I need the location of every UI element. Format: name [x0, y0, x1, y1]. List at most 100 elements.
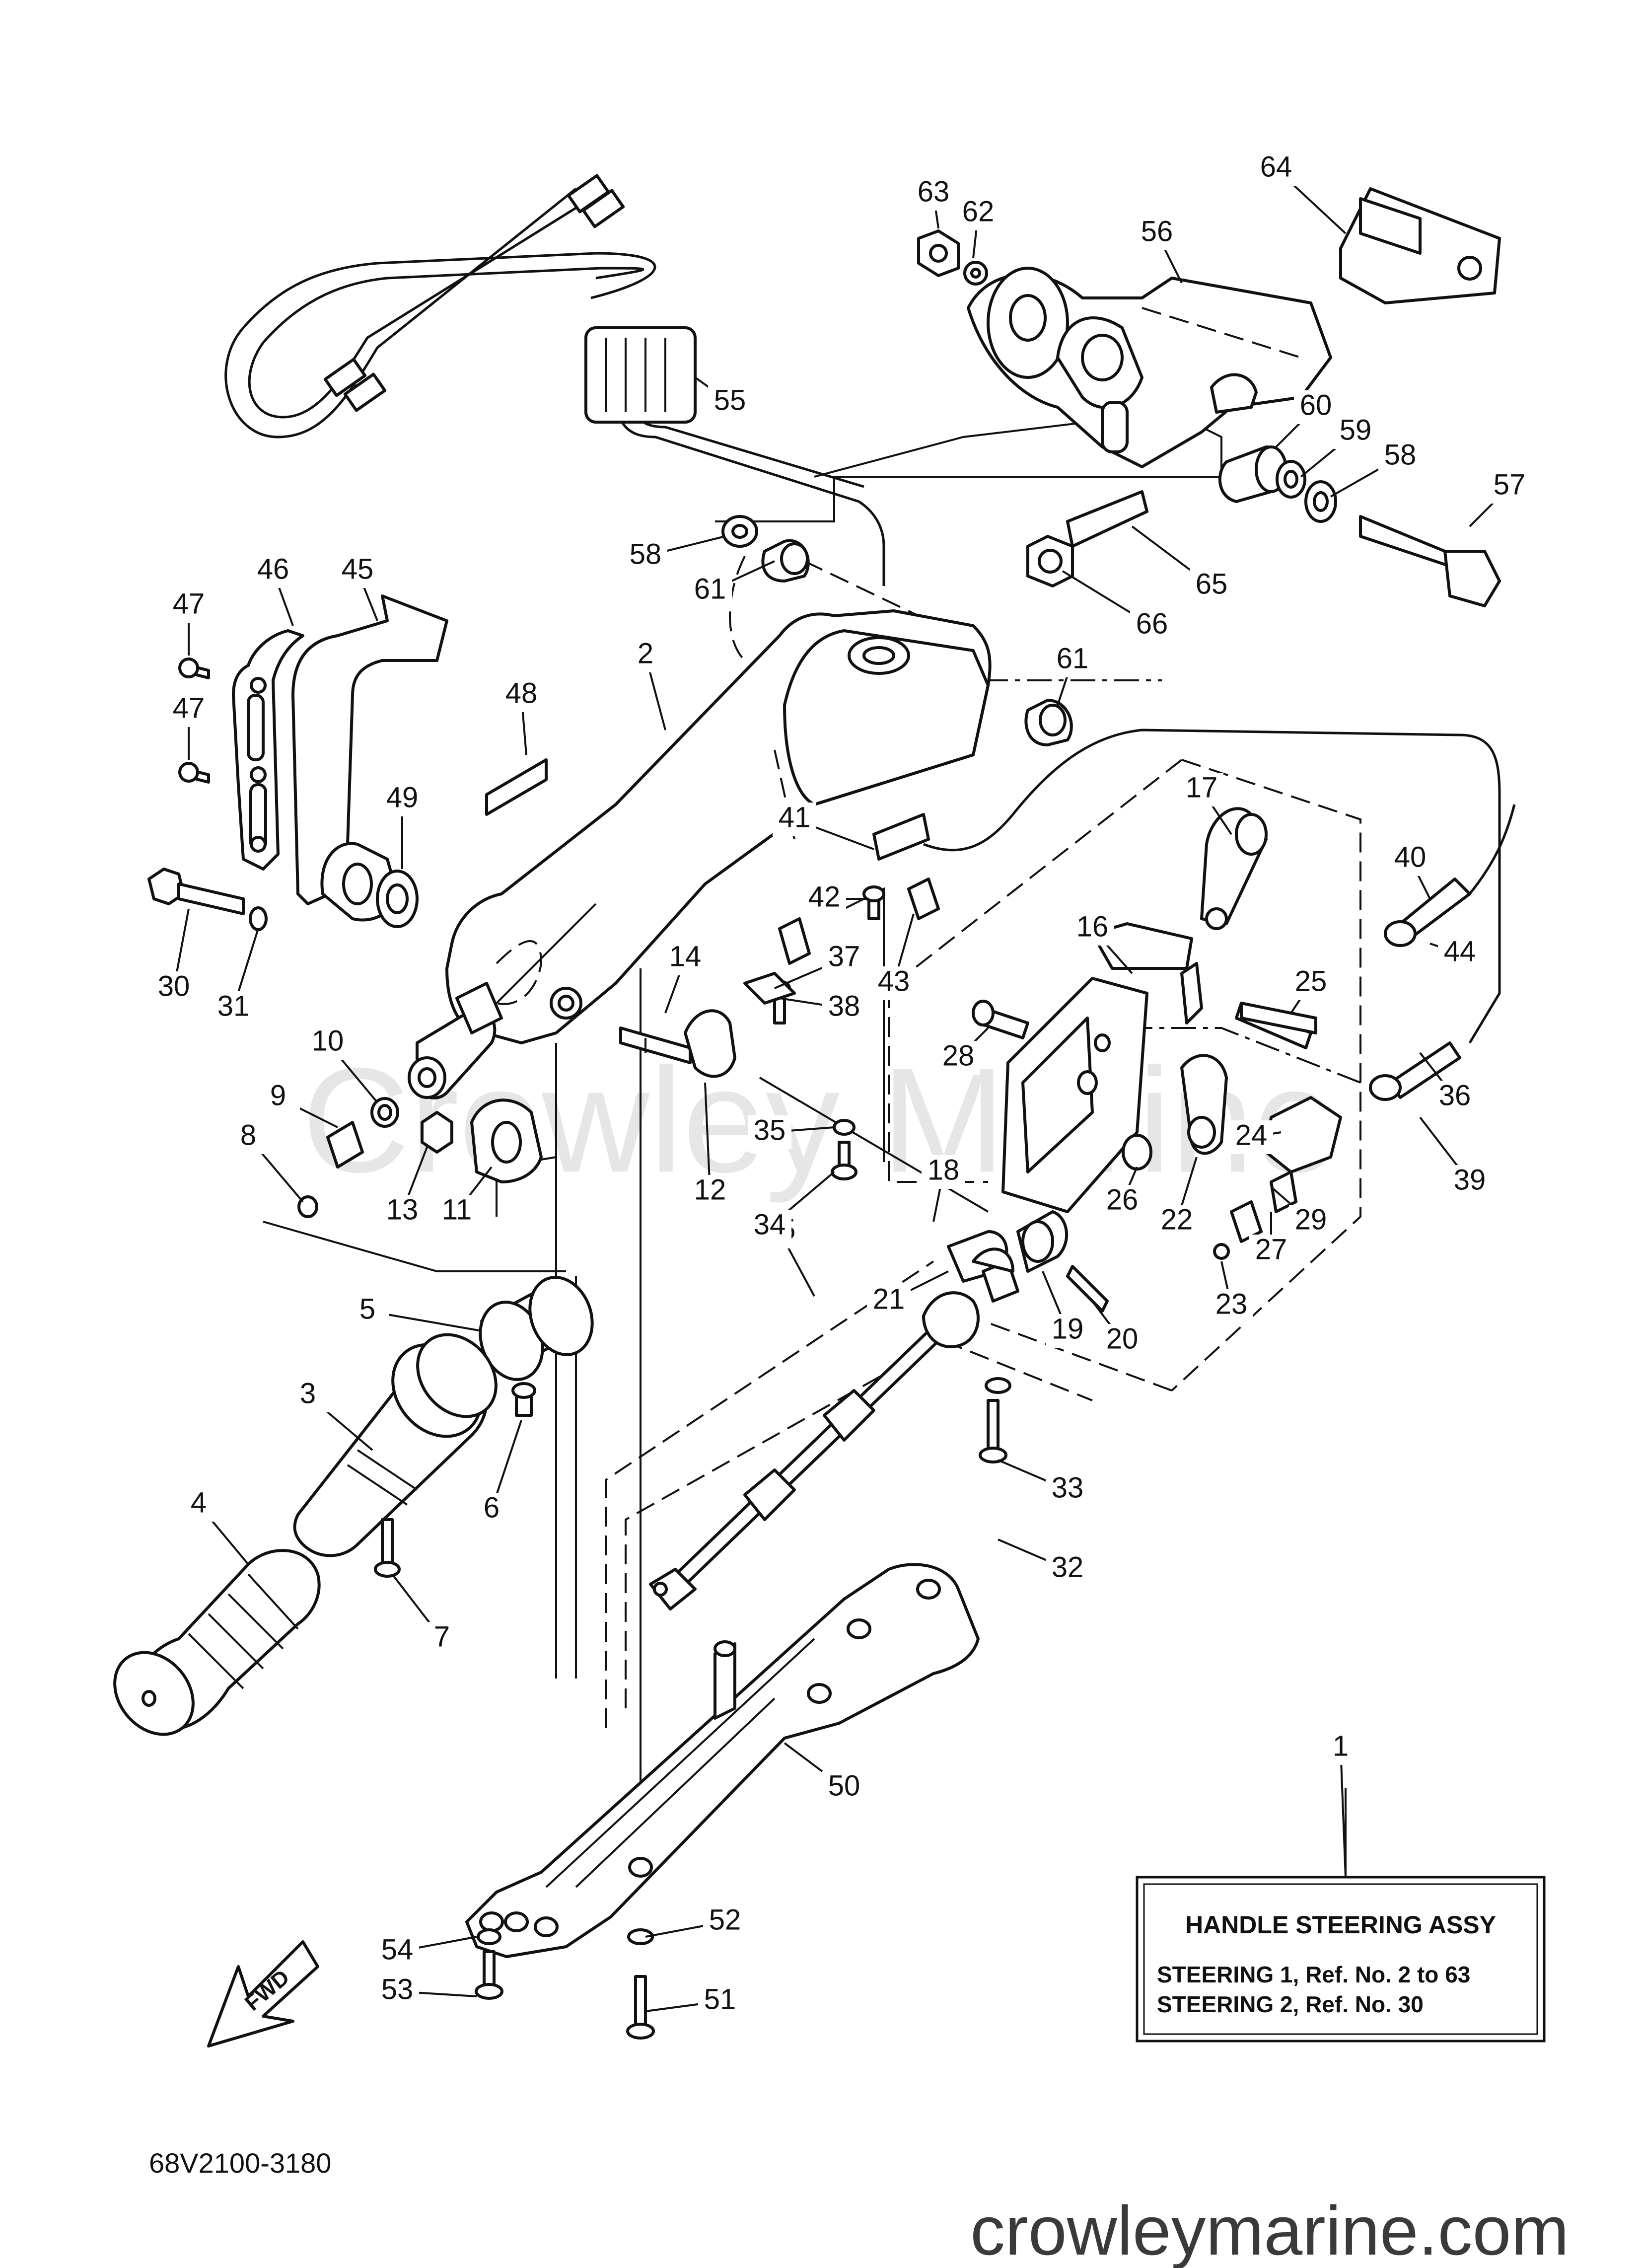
callout-bg-61 — [688, 574, 732, 608]
engine-stop-switch-harness — [584, 326, 885, 586]
steering-handle-housing-2 — [445, 556, 992, 1044]
callout-label-9: 9 — [270, 1079, 286, 1111]
info-box-line1: STEERING 1, Ref. No. 2 to 63 — [1157, 1962, 1470, 1987]
callout-bg-3 — [286, 1379, 330, 1412]
callout-label-8: 8 — [240, 1119, 256, 1151]
callout-label-13: 13 — [386, 1193, 419, 1226]
callout-label-57: 57 — [1494, 468, 1526, 501]
callout-bg-23 — [1210, 1289, 1253, 1323]
callout-label-47: 47 — [173, 692, 205, 724]
small-parts-right — [743, 813, 1471, 1463]
callout-label-31: 31 — [217, 990, 250, 1022]
throttle-shaft-assy — [297, 982, 543, 1218]
screw-7 — [374, 1518, 401, 1578]
callout-label-10: 10 — [312, 1024, 344, 1057]
callout-label-65: 65 — [1196, 568, 1228, 600]
callout-bg-40 — [1388, 842, 1432, 876]
callout-label-5: 5 — [359, 1293, 375, 1325]
wire-right — [923, 729, 1516, 1044]
callout-bg-31 — [212, 991, 255, 1025]
callout-labels: 1234567891011121314151617181920212223242… — [152, 150, 1531, 2018]
lever-17 — [1200, 807, 1268, 930]
guide-lines — [263, 406, 1361, 1887]
diagram-code: 68V2100-3180 — [149, 2147, 331, 2179]
callout-label-38: 38 — [828, 990, 860, 1022]
bracket-16 — [1001, 922, 1203, 1213]
callout-bg-28 — [936, 1041, 980, 1075]
callout-label-48: 48 — [505, 677, 538, 709]
collar-5 — [479, 1276, 594, 1417]
callout-bg-22 — [1155, 1205, 1199, 1239]
callout-label-7: 7 — [434, 1620, 450, 1653]
callout-label-58: 58 — [630, 538, 662, 570]
callout-label-18: 18 — [928, 1154, 960, 1186]
shift-rod — [649, 1291, 980, 1610]
callout-bg-53 — [375, 1975, 419, 2008]
callout-bg-1 — [1319, 1731, 1362, 1765]
bottom-cover-50 — [465, 1563, 980, 1958]
info-box-line2: STEERING 2, Ref. No. 30 — [1157, 1991, 1424, 2017]
screws-bottom — [475, 1928, 655, 2040]
info-box-title: HANDLE STEERING ASSY — [1185, 1911, 1496, 1939]
callout-label-37: 37 — [828, 940, 860, 972]
callout-bg-39 — [1448, 1165, 1492, 1199]
callout-bg-34 — [748, 1210, 791, 1244]
hardware-upper-right — [917, 229, 1501, 607]
callout-label-34: 34 — [754, 1208, 786, 1241]
callout-label-29: 29 — [1295, 1203, 1327, 1236]
callout-label-51: 51 — [704, 1983, 736, 2015]
callout-label-52: 52 — [709, 1903, 741, 1936]
callout-bg-52 — [703, 1905, 747, 1939]
callout-bg-43 — [872, 966, 916, 1000]
callout-bg-6 — [470, 1493, 513, 1527]
callout-label-39: 39 — [1454, 1164, 1486, 1196]
hardware-handle-top — [721, 515, 1073, 746]
callout-label-61: 61 — [1057, 642, 1089, 674]
callout-label-60: 60 — [1300, 389, 1332, 421]
callout-label-23: 23 — [1215, 1288, 1248, 1320]
callout-bg-46 — [251, 554, 295, 588]
callout-label-26: 26 — [1106, 1183, 1139, 1216]
callout-bg-21 — [867, 1284, 911, 1318]
callout-label-27: 27 — [1255, 1233, 1287, 1265]
callout-label-47: 47 — [173, 587, 205, 620]
callout-bg-58 — [624, 539, 667, 573]
callout-bg-54 — [375, 1935, 419, 1969]
callout-label-62: 62 — [962, 195, 995, 227]
callout-label-61: 61 — [694, 573, 726, 605]
bolt-30 — [147, 868, 268, 931]
callout-bg-41 — [773, 803, 816, 836]
callout-bg-2 — [624, 639, 667, 672]
callout-label-11: 11 — [442, 1193, 472, 1226]
callout-bg-55 — [708, 385, 752, 419]
bracket-64 — [1339, 187, 1501, 304]
callout-bg-47 — [167, 693, 211, 727]
callout-label-46: 46 — [257, 553, 289, 585]
callout-label-16: 16 — [1076, 910, 1109, 943]
callout-bg-16 — [1071, 912, 1114, 946]
callout-label-59: 59 — [1340, 414, 1372, 446]
callout-bg-49 — [380, 783, 424, 816]
callout-label-55: 55 — [714, 384, 746, 416]
callout-bg-65 — [1190, 569, 1233, 603]
callout-label-49: 49 — [386, 781, 419, 813]
callout-bg-62 — [956, 197, 1000, 230]
throttle-grip-3 — [293, 1333, 498, 1557]
site-url: crowleymarine.com — [970, 2192, 1569, 2268]
callout-label-53: 53 — [381, 1973, 414, 2005]
callout-bg-4 — [177, 1488, 220, 1522]
callout-label-41: 41 — [779, 801, 811, 833]
callout-label-17: 17 — [1186, 771, 1218, 804]
decal-48 — [485, 758, 548, 816]
callout-label-54: 54 — [381, 1933, 414, 1966]
callout-bg-44 — [1438, 937, 1482, 970]
callout-bg-9 — [256, 1081, 300, 1114]
callout-label-33: 33 — [1052, 1471, 1084, 1504]
callout-bg-11 — [435, 1195, 479, 1229]
callout-label-64: 64 — [1260, 150, 1292, 183]
callout-label-22: 22 — [1161, 1203, 1193, 1236]
callout-label-1: 1 — [1333, 1730, 1349, 1762]
callout-bg-32 — [1046, 1552, 1089, 1586]
info-box: HANDLE STEERING ASSY STEERING 1, Ref. No… — [1136, 1788, 1546, 2043]
callout-label-20: 20 — [1106, 1322, 1139, 1355]
